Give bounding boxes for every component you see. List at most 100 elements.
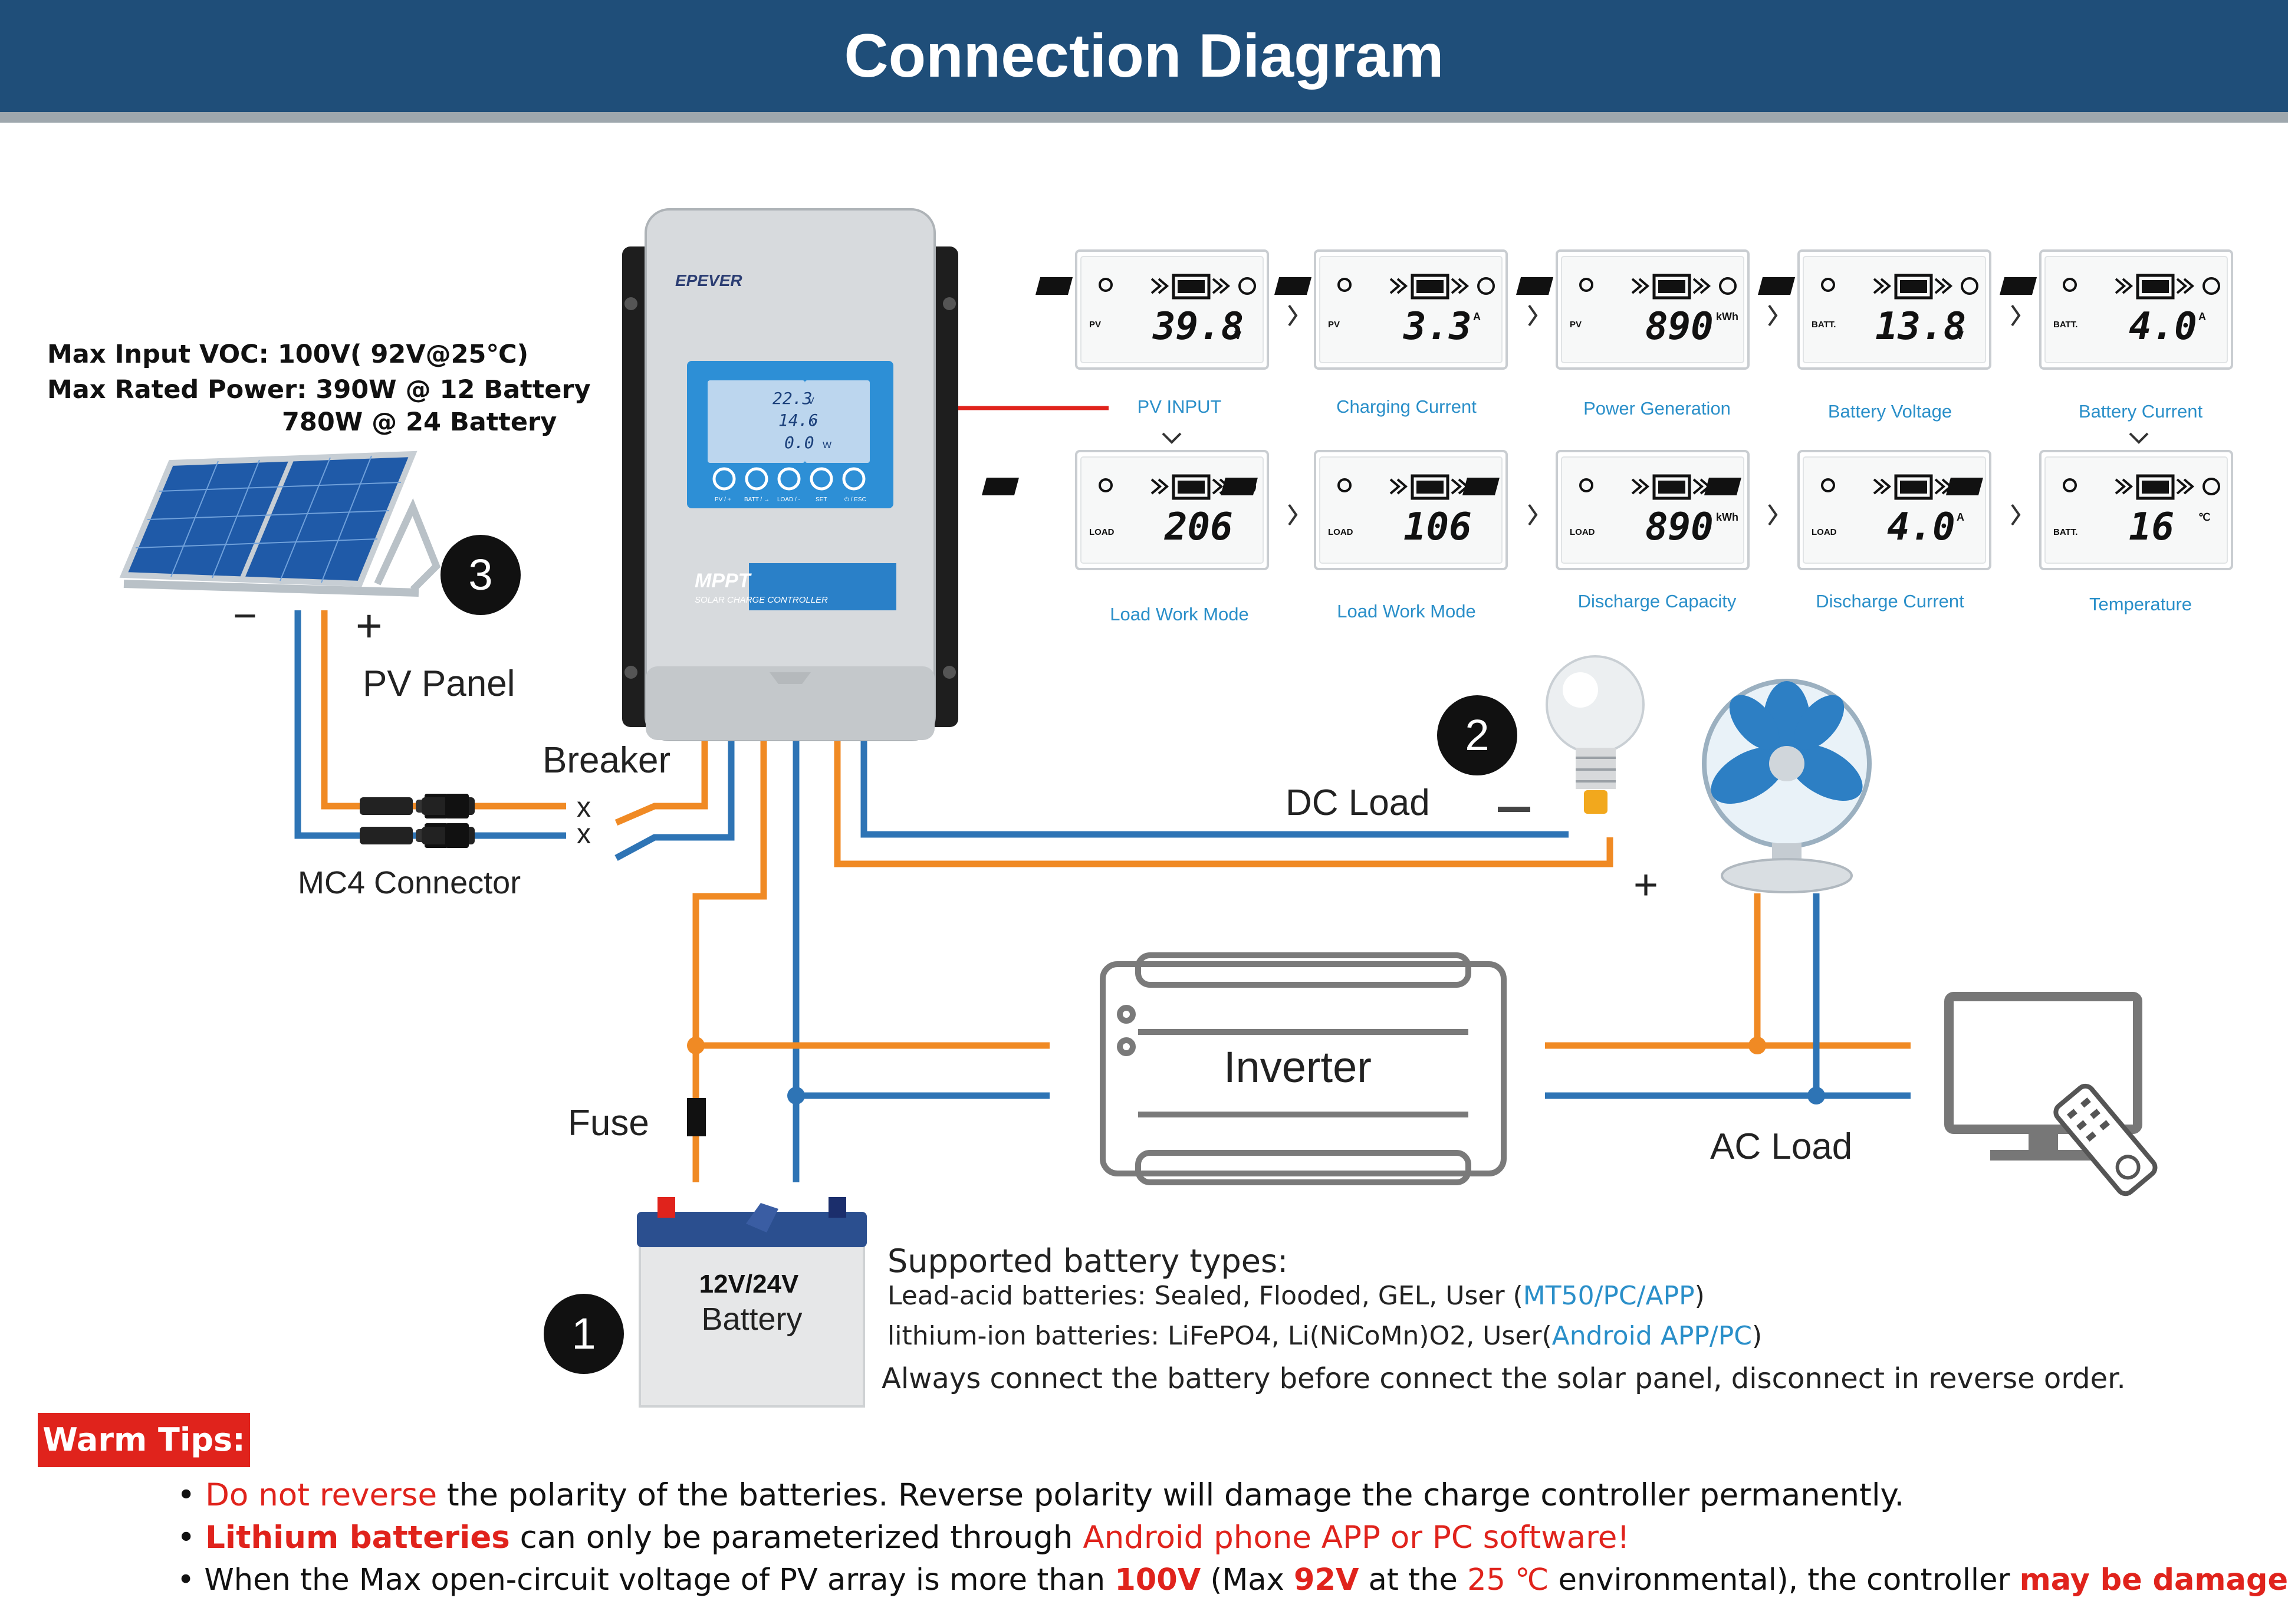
lcd-screen-value: 39.8 [1152,305,1244,349]
mc4-label: MC4 Connector [298,865,521,900]
spec-power-24v: 780W @ 24 Battery [282,407,557,437]
dc-load-negative-wire [860,728,1569,838]
lcd-screen-mode-tag: LOAD [1328,527,1353,537]
lcd-screen-value: 4.0 [1887,505,1955,549]
warm-tips-badge: Warm Tips: [38,1413,250,1467]
lcd-screen-unit: A [2198,311,2206,323]
tip-3-text-g: environmental), the controller [1549,1563,2020,1597]
lcd-screen-mode-tag: LOAD [1570,527,1595,537]
lcd-screen-unit: kWh [1716,511,1738,523]
fuse-graphic [687,1098,706,1136]
tip-1: • Do not reverse the polarity of the bat… [177,1477,1904,1513]
lcd-screen-caption: Temperature [2089,594,2192,614]
controller-button-set [810,467,833,491]
lcd-screen-caption: Battery Voltage [1828,401,1952,422]
tv-icon [1944,992,2142,1161]
lcd-screen-caption: Load Work Mode [1110,604,1249,624]
lcd-screen-caption: Power Generation [1583,398,1731,419]
lcd-screen-unit: ℃ [2198,511,2210,523]
lcd-screen-unit: A [1473,311,1481,323]
battery-label: Battery [701,1301,802,1337]
battery-types-heading: Supported battery types: [887,1242,1288,1280]
tip-2-text: can only be parameterized through [509,1520,1083,1556]
screen-flow-arrows [1162,304,2149,526]
tip-bullet: • [177,1477,196,1513]
step-2-badge [1437,695,1517,775]
controller-button-label-set: SET [816,497,827,503]
controller-button-load [777,467,801,491]
step-1-number: 1 [571,1309,596,1358]
controller-lcd-value-3: 0.0 [784,433,814,452]
lcd-screen-mode-tag: PV [1328,320,1340,330]
charge-controller [622,208,958,741]
tip-2: • Lithium batteries can only be paramete… [177,1520,1630,1556]
lcd-screen-mode-tag: BATT. [2053,527,2077,537]
step-2-number: 2 [1465,711,1489,760]
lcd-screen-mode-tag: LOAD [1089,527,1115,537]
pv-negative-sign: − [233,593,257,639]
breaker-label: Breaker [543,740,670,781]
inverter-graphic [1100,952,1507,1185]
lcd-screen-unit: V [1234,330,1241,341]
controller-button-esc [842,467,866,491]
controller-button-label-load: LOAD / - [777,497,800,503]
fuse-label: Fuse [568,1103,649,1143]
mc4-connectors [360,794,475,848]
battery-types-lithium: lithium-ion batteries: LiFePO4, Li(NiCoM… [887,1321,1762,1351]
dc-load-minus-mark [1498,807,1530,812]
tip-2-highlight-2: Android phone APP or PC software! [1083,1520,1630,1556]
controller-button-label-batt: BATT / → [744,497,770,503]
lcd-screen-mode-tag: BATT. [1812,320,1836,330]
inverter-label: Inverter [1224,1043,1372,1092]
controller-lcd-unit-3: W [823,440,832,451]
controller-lcd-value-2: 14.6 [778,410,818,430]
lcd-screen: LOAD 206 [981,450,1269,570]
lcd-screen-value: 4.0 [2129,305,2197,349]
step-3-number: 3 [468,550,492,599]
lcd-screen-value: 206 [1164,505,1233,549]
fan-icon [1702,679,1872,893]
dc-load-plus-sign: + [1633,862,1658,909]
wire-junctions [687,1037,1825,1104]
lcd-screen-value: 890 [1645,505,1714,549]
lcd-screen-caption: Charging Current [1336,396,1477,417]
tip-3-voltage: 100V [1115,1563,1201,1597]
tip-bullet: • [177,1520,196,1556]
pv-panel-graphic [119,451,441,597]
lcd-screen-value: 3.3 [1403,305,1472,349]
lcd-screen-mode-tag: PV [1570,320,1582,330]
tip-3-warning: may be damaged [2019,1563,2288,1597]
breaker-mark-2: x [577,818,591,850]
page-title: Connection Diagram [844,22,1444,90]
lcd-screen-value: 13.8 [1875,305,1966,349]
tip-3-text-c: (Max [1201,1563,1294,1597]
bulb-icon [1546,655,1645,814]
lead-acid-config-link: MT50/PC/APP [1523,1281,1695,1311]
step-3-badge [440,535,521,615]
controller-brand: EPEVER [675,271,742,290]
breaker-blue-wire [614,708,735,861]
lead-acid-suffix: ) [1694,1281,1705,1311]
connection-order-note: Always connect the battery before connec… [882,1362,2126,1395]
spec-power-12v: Max Rated Power: 390W @ 12 Battery [47,375,591,405]
pv-positive-sign: + [356,600,383,652]
header-bar [0,0,2288,112]
controller-lcd-unit-2: V [811,418,817,428]
controller-lcd-unit-1: V [808,396,814,406]
lcd-screen: BATT.16℃ [1945,450,2233,570]
controller-badge-title: MPPT [695,570,752,592]
pv-negative-wire [294,610,566,839]
lcd-screen-unit: kWh [1716,311,1738,323]
controller-button-label-pv: PV / + [715,497,731,503]
lcd-screen-caption: Battery Current [2079,401,2203,422]
lcd-screen-mode-tag: LOAD [1812,527,1837,537]
lcd-screen-caption: Discharge Capacity [1578,591,1737,612]
controller-button-label-esc: ⏻ / ESC [844,497,866,503]
tip-1-highlight: Do not reverse [205,1477,438,1513]
